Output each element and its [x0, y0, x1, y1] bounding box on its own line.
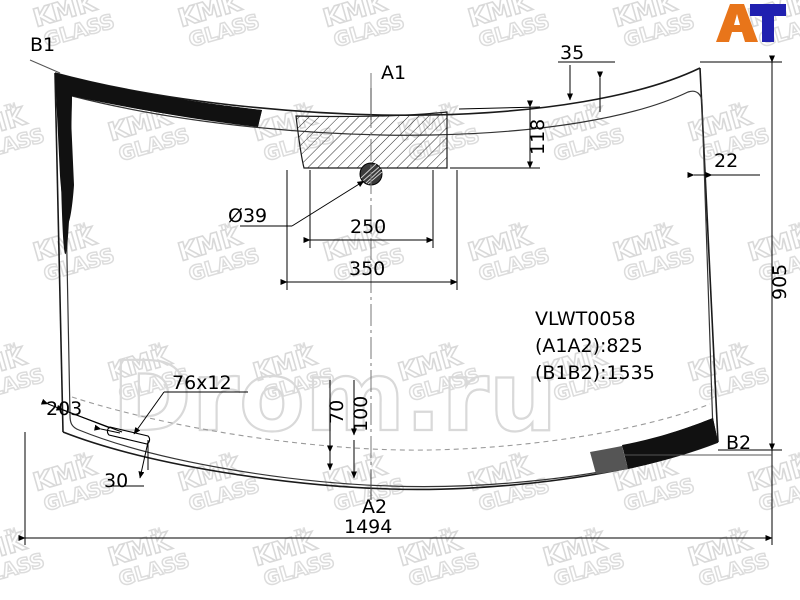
dim-text-905: 905	[769, 263, 791, 300]
label-b1: B1	[30, 34, 56, 56]
dim-118	[450, 100, 541, 169]
dim-text-dia39: Ø39	[228, 205, 268, 227]
corner-ticks	[29, 59, 772, 456]
label-a1: A1	[381, 62, 407, 84]
dim-text-350: 350	[349, 258, 386, 280]
dim-30	[112, 440, 149, 487]
logo-letter-a	[716, 4, 758, 42]
ceramic-band-top-left	[55, 73, 262, 255]
dim-35	[558, 61, 615, 112]
dim-text-118: 118	[527, 118, 549, 155]
dim-text-250: 250	[350, 216, 387, 238]
at-logo	[716, 4, 786, 42]
dim-dia39-leader	[240, 180, 365, 227]
dim-250	[303, 170, 434, 248]
ceramic-band-bottom-right	[590, 418, 718, 474]
center-watermark: Drom.ru	[112, 352, 558, 444]
dim-905	[700, 55, 782, 451]
inner-dashed-curve	[71, 396, 711, 451]
dim-text-1494: 1494	[344, 516, 393, 538]
dim-text-22: 22	[714, 150, 739, 172]
dim-text-70: 70	[326, 399, 348, 424]
logo-letter-t	[750, 4, 786, 42]
label-a2: A2	[362, 496, 388, 518]
dim-text-35: 35	[560, 42, 585, 64]
dim-text-100: 100	[350, 395, 372, 432]
dim-76x12	[94, 391, 248, 445]
svg-text:Drom.ru: Drom.ru	[112, 352, 557, 444]
part-number: VLWT0058	[535, 308, 636, 330]
dim-text-203: 203	[46, 398, 83, 420]
dim-text-76x12: 76x12	[172, 372, 232, 394]
dim-203	[40, 398, 123, 433]
dim-1494	[18, 432, 773, 545]
label-b2: B2	[726, 432, 752, 454]
spec-b1b2: (B1B2):1535	[535, 362, 655, 384]
dim-350	[280, 170, 458, 290]
dim-text-30: 30	[104, 470, 129, 492]
spec-a1a2: (A1A2):825	[535, 335, 643, 357]
